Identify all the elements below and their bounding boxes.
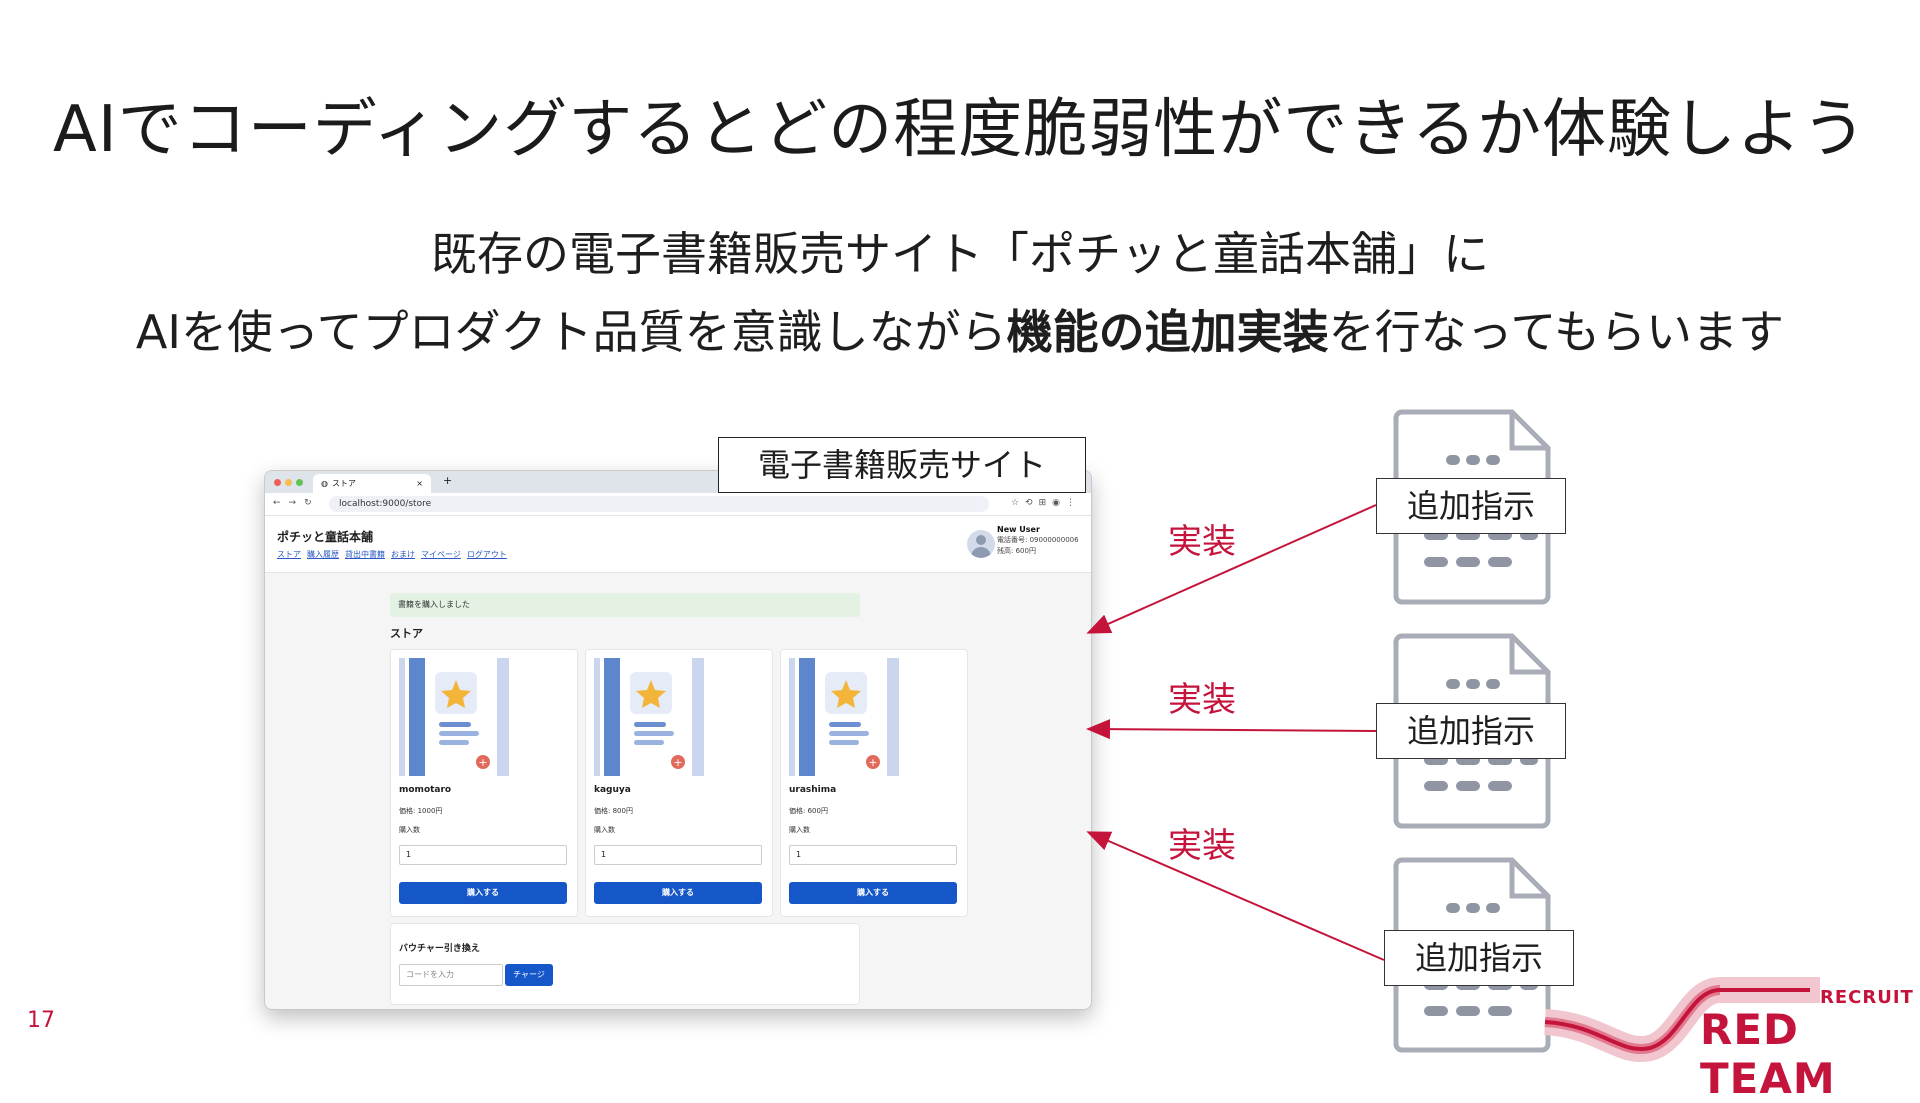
site-header: ポチッと童話本舗 ストア購入履歴貸出中書籍おまけマイページログアウト New U… bbox=[265, 516, 1091, 573]
arrow-3 bbox=[1086, 831, 1385, 961]
book-title: momotaro bbox=[399, 785, 452, 795]
avatar bbox=[967, 530, 995, 558]
subtitle-line-2-pre: AIを使ってプロダクト品質を意識しながら bbox=[135, 305, 1007, 359]
diagram-graphics bbox=[1086, 409, 1820, 1063]
slide-title: AIでコーディングするとどの程度脆弱性ができるか体験しよう bbox=[53, 93, 1867, 167]
nav-arrows-icon[interactable]: ←→↻ bbox=[273, 498, 320, 508]
book-card: + kaguya 価格: 800円 購入数 1 購入する bbox=[585, 649, 773, 917]
quantity-input[interactable]: 1 bbox=[594, 845, 762, 865]
close-tab-icon[interactable]: × bbox=[416, 479, 423, 488]
subtitle-line-1: 既存の電子書籍販売サイト「ポチッと童話本舗」に bbox=[431, 227, 1489, 281]
quantity-label: 購入数 bbox=[399, 826, 420, 834]
voucher-panel: バウチャー引き換え コードを入力 チャージ bbox=[390, 923, 860, 1005]
instruction-box-1: 追加指示 bbox=[1376, 478, 1566, 534]
new-tab-icon[interactable]: + bbox=[443, 474, 453, 487]
voucher-code-input[interactable]: コードを入力 bbox=[399, 964, 503, 986]
minimize-window-icon[interactable] bbox=[285, 479, 292, 486]
subtitle-line-2-post: を行なってもらいます bbox=[1328, 305, 1785, 359]
nav-link-history[interactable]: 購入履歴 bbox=[307, 550, 339, 559]
store-content: 書籍を購入しました ストア + momotaro 価格: 1000円 購入数 1 bbox=[390, 593, 968, 1005]
svg-text:+: + bbox=[673, 756, 682, 769]
svg-text:+: + bbox=[868, 756, 877, 769]
arrow-1 bbox=[1086, 504, 1377, 634]
buy-button[interactable]: 購入する bbox=[399, 882, 567, 904]
quantity-label: 購入数 bbox=[594, 826, 615, 834]
browser-tools-icon[interactable]: ☆⟲⊞◉⋮ bbox=[1010, 498, 1081, 508]
browser-window: ◍ストア × + ←→↻ localhost:9000/store ☆⟲⊞◉⋮ … bbox=[264, 470, 1092, 1010]
book-title: kaguya bbox=[594, 785, 631, 795]
nav-link-store[interactable]: ストア bbox=[277, 550, 301, 559]
instruction-box-3: 追加指示 bbox=[1384, 930, 1574, 986]
browser-tab[interactable]: ◍ストア × bbox=[313, 474, 431, 493]
book-cover-icon: + bbox=[789, 658, 899, 776]
user-phone: 電話番号: 09000000006 bbox=[997, 536, 1079, 544]
instruction-box-2: 追加指示 bbox=[1376, 703, 1566, 759]
book-cover-icon: + bbox=[594, 658, 704, 776]
nav-link-loans[interactable]: 貸出中書籍 bbox=[345, 550, 385, 559]
nav-link-bonus[interactable]: おまけ bbox=[391, 550, 415, 559]
book-price: 価格: 600円 bbox=[789, 807, 828, 815]
redteam-logo-icon bbox=[1543, 977, 1820, 1063]
user-balance: 残高: 600円 bbox=[997, 547, 1036, 555]
subtitle-line-2-bold: 機能の追加実装 bbox=[1006, 305, 1329, 359]
purchase-notice: 書籍を購入しました bbox=[390, 593, 860, 617]
book-card: + momotaro 価格: 1000円 購入数 1 購入する bbox=[390, 649, 578, 917]
tab-title: ストア bbox=[331, 479, 356, 488]
quantity-label: 購入数 bbox=[789, 826, 810, 834]
logo-redteam: RED TEAM bbox=[1700, 1005, 1836, 1103]
implement-label-1: 実装 bbox=[1168, 522, 1236, 562]
buy-button[interactable]: 購入する bbox=[789, 882, 957, 904]
svg-text:+: + bbox=[478, 756, 487, 769]
implement-label-2: 実装 bbox=[1168, 680, 1236, 720]
quantity-input[interactable]: 1 bbox=[399, 845, 567, 865]
charge-button[interactable]: チャージ bbox=[505, 964, 553, 986]
book-price: 価格: 800円 bbox=[594, 807, 633, 815]
implement-label-3: 実装 bbox=[1168, 826, 1236, 866]
site-nav: ストア購入履歴貸出中書籍おまけマイページログアウト bbox=[277, 549, 513, 560]
site-name: ポチッと童話本舗 bbox=[277, 530, 374, 544]
book-price: 価格: 1000円 bbox=[399, 807, 443, 815]
buy-button[interactable]: 購入する bbox=[594, 882, 762, 904]
nav-link-mypage[interactable]: マイページ bbox=[421, 550, 461, 559]
store-heading: ストア bbox=[390, 627, 423, 640]
maximize-window-icon[interactable] bbox=[296, 479, 303, 486]
book-title: urashima bbox=[789, 785, 837, 795]
close-window-icon[interactable] bbox=[274, 479, 281, 486]
voucher-heading: バウチャー引き換え bbox=[399, 944, 480, 954]
subtitle-line-2: AIを使ってプロダクト品質を意識しながら機能の追加実装を行なってもらいます bbox=[0, 296, 1920, 362]
nav-link-logout[interactable]: ログアウト bbox=[466, 550, 507, 559]
site-label: 電子書籍販売サイト bbox=[718, 437, 1086, 493]
globe-icon: ◍ bbox=[321, 479, 328, 488]
logo-recruit: RECRUIT bbox=[1820, 987, 1914, 1008]
book-card: + urashima 価格: 600円 購入数 1 購入する bbox=[780, 649, 968, 917]
book-cover-icon: + bbox=[399, 658, 509, 776]
user-name: New User bbox=[997, 525, 1040, 534]
user-info: New User 電話番号: 09000000006 残高: 600円 bbox=[997, 524, 1081, 557]
arrow-2 bbox=[1086, 719, 1377, 740]
quantity-input[interactable]: 1 bbox=[789, 845, 957, 865]
address-input[interactable]: localhost:9000/store bbox=[329, 496, 989, 512]
book-list: + momotaro 価格: 1000円 購入数 1 購入する + bbox=[390, 649, 968, 917]
page-number: 17 bbox=[27, 1008, 55, 1033]
url-bar: ←→↻ localhost:9000/store ☆⟲⊞◉⋮ bbox=[265, 493, 1091, 516]
